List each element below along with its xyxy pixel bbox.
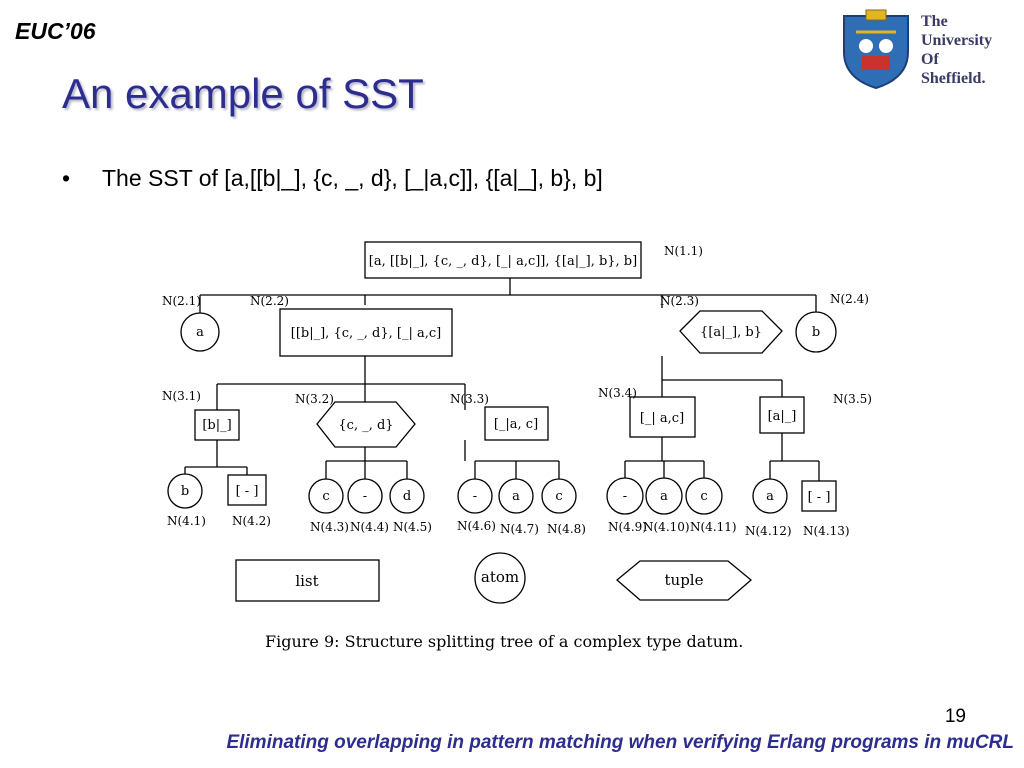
tree-node-n45: d N(4.5) xyxy=(389,478,432,534)
node-name: N(2.3) xyxy=(660,294,699,308)
shield-crest-icon xyxy=(843,9,909,90)
legend-tuple: tuple xyxy=(615,560,753,601)
tree-node-n11: [a, [[b|_], {c, _, d}, [_| a,c]], {[a|_]… xyxy=(364,241,703,279)
tree-node-n49: - N(4.9) xyxy=(606,477,647,534)
tree-node-n410: a N(4.10) xyxy=(643,477,690,534)
logo-line-3: Of xyxy=(921,51,939,68)
node-name: N(4.4) xyxy=(350,520,389,534)
tree-node-n46: - N(4.6) xyxy=(457,478,496,533)
node-name: N(1.1) xyxy=(664,244,703,258)
node-label: [a|_] xyxy=(768,409,797,424)
university-logo: The University Of Sheffield. xyxy=(836,8,1006,92)
node-label: a xyxy=(660,489,668,504)
node-name: N(4.13) xyxy=(803,524,850,538)
tree-node-n44: - N(4.4) xyxy=(347,478,389,534)
tree-edges xyxy=(184,278,820,482)
tree-node-n23: {[a|_], b} N(2.3) xyxy=(660,294,783,354)
tree-node-n22: [[b|_], {c, _, d}, [_| a,c] N(2.2) xyxy=(250,294,453,357)
legend-atom-label: atom xyxy=(481,568,519,586)
tree-node-n43: c N(4.3) xyxy=(308,478,349,534)
node-label: b xyxy=(812,325,820,340)
page-number: 19 xyxy=(944,706,966,727)
node-name: N(2.4) xyxy=(830,292,869,306)
legend-atom: atom xyxy=(474,552,526,604)
tree-node-n33: [_|a, c] N(3.3) xyxy=(450,392,549,441)
node-label: c xyxy=(555,489,562,504)
tree-node-n47: a N(4.7) xyxy=(498,478,539,536)
node-label: [ - ] xyxy=(808,490,831,505)
bullet-text: The SST of [a,[[b|_], {c, _, d}, [_|a,c]… xyxy=(102,165,603,191)
logo-line-4: Sheffield. xyxy=(921,70,986,87)
node-name: N(4.2) xyxy=(232,514,271,528)
node-name: N(2.1) xyxy=(162,294,201,308)
bullet-item: • The SST of [a,[[b|_], {c, _, d}, [_|a,c… xyxy=(62,165,603,192)
node-label: d xyxy=(403,489,411,504)
tree-node-n412: a N(4.12) xyxy=(745,478,792,538)
tree-node-n35: [a|_] N(3.5) xyxy=(759,392,872,434)
node-label: [[b|_], {c, _, d}, [_| a,c] xyxy=(291,326,441,341)
node-label: c xyxy=(322,489,329,504)
bullet-dot: • xyxy=(62,165,71,191)
tree-node-n34: [_| a,c] N(3.4) xyxy=(598,386,696,438)
tree-node-n48: c N(4.8) xyxy=(541,478,586,536)
sst-figure: [a, [[b|_], {c, _, d}, [_| a,c]], {[a|_]… xyxy=(150,225,890,670)
node-label: - xyxy=(363,489,367,504)
node-name: N(4.8) xyxy=(547,522,586,536)
node-label: c xyxy=(700,489,707,504)
tree-node-n411: c N(4.11) xyxy=(685,477,737,534)
node-name: N(3.1) xyxy=(162,389,201,403)
sst-tree-diagram: [a, [[b|_], {c, _, d}, [_| a,c]], {[a|_]… xyxy=(162,241,872,651)
tree-node-n32: {c, _, d} N(3.2) xyxy=(295,392,416,448)
legend-tuple-label: tuple xyxy=(665,571,704,589)
node-name: N(4.10) xyxy=(643,520,690,534)
tree-node-n24: b N(2.4) xyxy=(795,292,869,353)
logo-line-1: The xyxy=(921,13,948,30)
node-name: N(4.1) xyxy=(167,514,206,528)
node-name: N(3.2) xyxy=(295,392,334,406)
node-label: [b|_] xyxy=(202,418,231,433)
node-name: N(4.12) xyxy=(745,524,792,538)
tree-node-n42: [ - ] N(4.2) xyxy=(227,474,271,528)
node-label: a xyxy=(766,489,774,504)
node-label: a xyxy=(196,325,204,340)
node-label: [a, [[b|_], {c, _, d}, [_| a,c]], {[a|_]… xyxy=(369,254,637,269)
slide-title: An example of SST xyxy=(62,70,424,117)
tree-node-n21: a N(2.1) xyxy=(162,294,220,352)
node-name: N(3.4) xyxy=(598,386,637,400)
legend-list-label: list xyxy=(295,572,318,590)
tree-node-n413: [ - ] N(4.13) xyxy=(801,480,850,538)
node-label: [ - ] xyxy=(236,484,259,499)
node-label: [_|a, c] xyxy=(494,417,538,432)
node-name: N(4.3) xyxy=(310,520,349,534)
node-name: N(4.9) xyxy=(608,520,647,534)
node-label: [_| a,c] xyxy=(640,411,684,426)
node-name: N(4.7) xyxy=(500,522,539,536)
footer-text: Eliminating overlapping in pattern match… xyxy=(226,732,1014,753)
node-label: a xyxy=(512,489,520,504)
node-name: N(3.3) xyxy=(450,392,489,406)
legend-list: list xyxy=(235,559,380,602)
tree-node-n41: b N(4.1) xyxy=(167,473,206,528)
logo-line-2: University xyxy=(921,32,993,49)
node-label: b xyxy=(181,484,189,499)
node-label: - xyxy=(473,489,477,504)
node-name: N(4.6) xyxy=(457,519,496,533)
figure-caption: Figure 9: Structure splitting tree of a … xyxy=(265,632,743,651)
conference-label: EUC’06 xyxy=(15,18,96,44)
tree-node-n31: [b|_] N(3.1) xyxy=(162,389,240,441)
node-name: N(2.2) xyxy=(250,294,289,308)
university-name: The University Of Sheffield. xyxy=(921,12,992,88)
node-name: N(4.11) xyxy=(690,520,737,534)
node-label: {[a|_], b} xyxy=(700,325,762,340)
node-name: N(4.5) xyxy=(393,520,432,534)
node-label: {c, _, d} xyxy=(338,418,393,433)
node-label: - xyxy=(623,489,627,504)
node-name: N(3.5) xyxy=(833,392,872,406)
